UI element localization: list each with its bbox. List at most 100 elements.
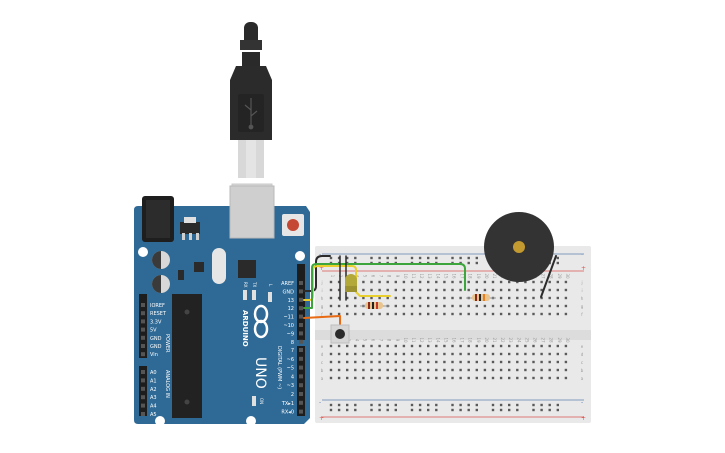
breadboard-hole[interactable] xyxy=(346,360,349,364)
breadboard-hole[interactable] xyxy=(370,280,373,284)
breadboard-hole[interactable] xyxy=(451,352,454,356)
rail-hole[interactable] xyxy=(370,408,373,412)
analog-pin[interactable] xyxy=(141,395,145,400)
breadboard-hole[interactable] xyxy=(548,280,551,284)
breadboard-hole[interactable] xyxy=(467,280,470,284)
breadboard-hole[interactable] xyxy=(467,368,470,372)
digital-pin[interactable] xyxy=(299,323,303,327)
breadboard-hole[interactable] xyxy=(483,312,487,316)
breadboard-hole[interactable] xyxy=(362,344,365,348)
rail-hole[interactable] xyxy=(394,408,397,412)
breadboard-hole[interactable] xyxy=(378,376,381,380)
breadboard-hole[interactable] xyxy=(443,360,446,364)
breadboard-hole[interactable] xyxy=(556,280,559,284)
breadboard-hole[interactable] xyxy=(337,304,341,308)
breadboard-hole[interactable] xyxy=(508,288,511,292)
breadboard-hole[interactable] xyxy=(467,360,470,364)
breadboard-hole[interactable] xyxy=(346,344,349,348)
breadboard-hole[interactable] xyxy=(435,288,438,292)
rail-hole[interactable] xyxy=(451,403,454,407)
breadboard-hole[interactable] xyxy=(394,280,397,284)
breadboard-hole[interactable] xyxy=(418,344,422,348)
breadboard-hole[interactable] xyxy=(370,352,373,356)
breadboard-hole[interactable] xyxy=(491,360,495,364)
breadboard-hole[interactable] xyxy=(354,344,357,348)
breadboard-hole[interactable] xyxy=(370,344,373,348)
digital-pin[interactable] xyxy=(299,297,303,302)
rail-hole[interactable] xyxy=(337,256,341,260)
breadboard-hole[interactable] xyxy=(329,296,333,300)
rail-hole[interactable] xyxy=(435,403,438,407)
breadboard-hole[interactable] xyxy=(435,280,438,284)
breadboard-hole[interactable] xyxy=(427,352,430,356)
breadboard-hole[interactable] xyxy=(394,352,397,356)
breadboard-hole[interactable] xyxy=(443,280,446,284)
breadboard-hole[interactable] xyxy=(499,360,503,364)
breadboard-hole[interactable] xyxy=(524,288,527,292)
digital-pin[interactable] xyxy=(299,314,303,319)
breadboard-hole[interactable] xyxy=(508,368,511,372)
rail-hole[interactable] xyxy=(394,403,397,407)
breadboard-hole[interactable] xyxy=(410,304,414,308)
breadboard-hole[interactable] xyxy=(337,344,341,348)
digital-pin[interactable] xyxy=(299,409,303,414)
breadboard-hole[interactable] xyxy=(435,360,438,364)
breadboard-hole[interactable] xyxy=(548,368,551,372)
breadboard-hole[interactable] xyxy=(418,368,422,372)
breadboard-hole[interactable] xyxy=(508,296,511,300)
breadboard-hole[interactable] xyxy=(354,360,357,364)
breadboard-hole[interactable] xyxy=(329,312,333,316)
wire-green-pin12[interactable] xyxy=(303,263,466,309)
digital-pin[interactable] xyxy=(299,365,303,370)
breadboard-hole[interactable] xyxy=(354,352,357,356)
power-pin[interactable] xyxy=(141,327,145,332)
breadboard-hole[interactable] xyxy=(467,288,470,292)
rail-hole[interactable] xyxy=(435,256,438,260)
wire-yellow-led[interactable] xyxy=(355,291,391,297)
breadboard-hole[interactable] xyxy=(532,368,535,372)
breadboard-hole[interactable] xyxy=(378,360,381,364)
breadboard-hole[interactable] xyxy=(386,352,389,356)
breadboard-hole[interactable] xyxy=(346,352,349,356)
breadboard-hole[interactable] xyxy=(508,280,511,284)
power-pin[interactable] xyxy=(141,319,145,324)
breadboard-hole[interactable] xyxy=(451,280,454,284)
breadboard-hole[interactable] xyxy=(564,344,568,348)
breadboard-hole[interactable] xyxy=(346,312,349,316)
breadboard-hole[interactable] xyxy=(354,312,357,316)
digital-pin[interactable] xyxy=(299,374,303,379)
digital-pin[interactable] xyxy=(299,400,303,405)
rail-hole[interactable] xyxy=(386,256,389,260)
analog-pin[interactable] xyxy=(141,412,145,416)
breadboard-hole[interactable] xyxy=(329,304,333,308)
breadboard-hole[interactable] xyxy=(402,344,406,348)
breadboard-hole[interactable] xyxy=(524,376,527,380)
breadboard-hole[interactable] xyxy=(329,288,333,292)
breadboard-hole[interactable] xyxy=(540,288,543,292)
breadboard-hole[interactable] xyxy=(427,312,430,316)
breadboard-hole[interactable] xyxy=(564,304,568,308)
breadboard-hole[interactable] xyxy=(467,352,470,356)
breadboard-hole[interactable] xyxy=(467,376,470,380)
breadboard-hole[interactable] xyxy=(451,312,454,316)
breadboard-hole[interactable] xyxy=(475,376,478,380)
breadboard-hole[interactable] xyxy=(548,360,551,364)
rail-hole[interactable] xyxy=(499,408,503,412)
breadboard-hole[interactable] xyxy=(354,296,357,300)
breadboard-hole[interactable] xyxy=(564,312,568,316)
breadboard-hole[interactable] xyxy=(362,288,365,292)
breadboard-hole[interactable] xyxy=(329,376,333,380)
breadboard-hole[interactable] xyxy=(427,376,430,380)
rail-hole[interactable] xyxy=(467,261,470,265)
breadboard-hole[interactable] xyxy=(451,344,454,348)
rail-hole[interactable] xyxy=(386,408,389,412)
breadboard-hole[interactable] xyxy=(410,352,414,356)
breadboard-hole[interactable] xyxy=(475,304,478,308)
power-pin[interactable] xyxy=(141,352,145,357)
breadboard-hole[interactable] xyxy=(564,288,568,292)
rail-hole[interactable] xyxy=(418,408,422,412)
breadboard-hole[interactable] xyxy=(524,344,527,348)
breadboard-hole[interactable] xyxy=(548,288,551,292)
breadboard-hole[interactable] xyxy=(394,344,397,348)
rail-hole[interactable] xyxy=(475,408,478,412)
